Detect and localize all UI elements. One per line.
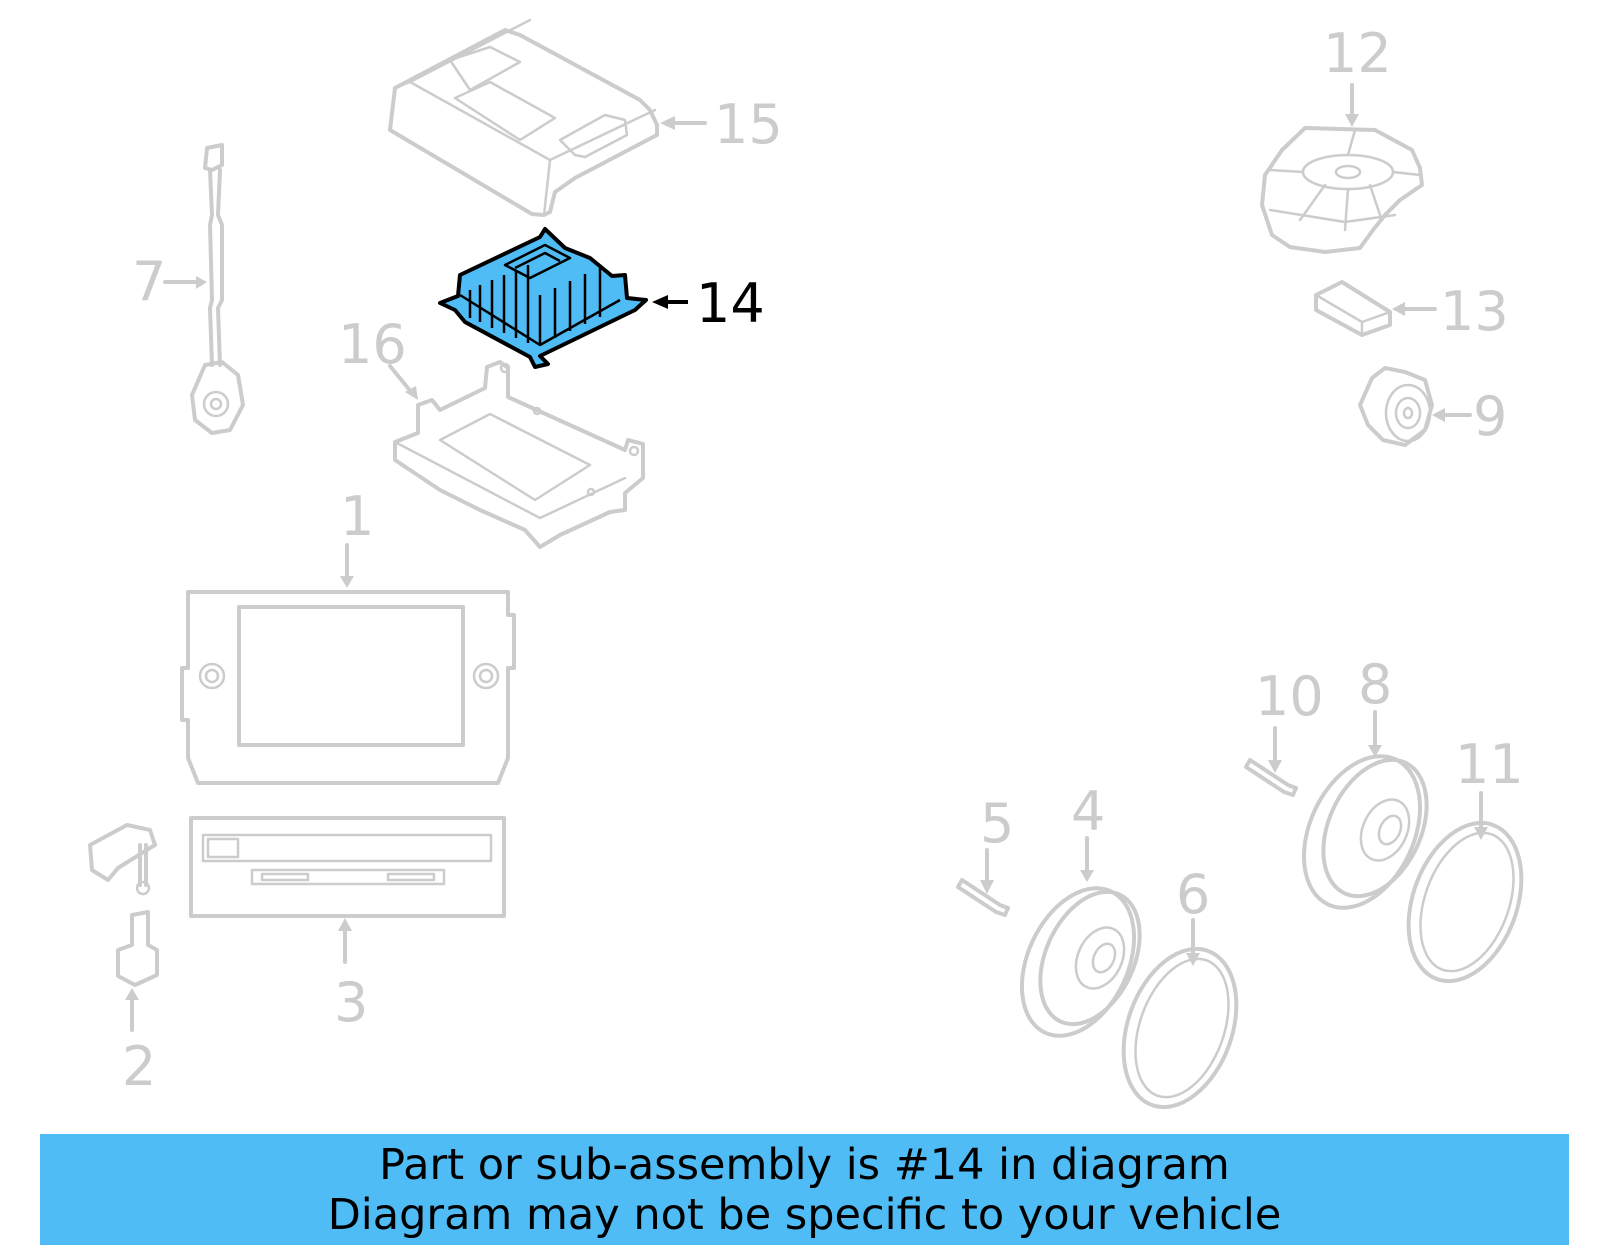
part-7-antenna-cable[interactable] bbox=[163, 143, 245, 435]
callout-2[interactable]: 2 bbox=[122, 1035, 157, 1098]
info-banner: Part or sub-assembly is #14 in diagram D… bbox=[40, 1134, 1569, 1245]
callout-5[interactable]: 5 bbox=[980, 792, 1015, 855]
part-1-display[interactable] bbox=[180, 543, 516, 785]
part-8-speaker[interactable] bbox=[1281, 710, 1447, 926]
part-3-media-unit[interactable] bbox=[189, 816, 506, 964]
callout-10[interactable]: 10 bbox=[1255, 665, 1324, 728]
part-5-rivet[interactable] bbox=[956, 848, 1010, 917]
callout-13[interactable]: 13 bbox=[1440, 280, 1509, 343]
callout-6[interactable]: 6 bbox=[1176, 863, 1211, 926]
part-6-seal-ring[interactable] bbox=[1103, 918, 1257, 1123]
part-12-subwoofer[interactable] bbox=[1260, 83, 1424, 254]
callout-16[interactable]: 16 bbox=[338, 313, 407, 376]
callout-11[interactable]: 11 bbox=[1455, 733, 1524, 796]
part-11-seal-ring[interactable] bbox=[1388, 791, 1542, 997]
part-16-bracket[interactable] bbox=[388, 360, 645, 549]
part-10-rivet[interactable] bbox=[1244, 726, 1298, 797]
part-2-connector[interactable] bbox=[88, 823, 159, 1032]
callout-7[interactable]: 7 bbox=[132, 250, 167, 313]
part-14-amplifier[interactable] bbox=[438, 227, 688, 369]
callout-9[interactable]: 9 bbox=[1473, 385, 1508, 448]
part-15-cover[interactable] bbox=[388, 18, 707, 217]
callout-12[interactable]: 12 bbox=[1323, 22, 1392, 85]
callout-3[interactable]: 3 bbox=[334, 971, 369, 1034]
callout-4[interactable]: 4 bbox=[1071, 780, 1106, 843]
part-13-pad[interactable] bbox=[1314, 280, 1437, 337]
part-4-speaker[interactable] bbox=[1000, 836, 1160, 1054]
callout-15[interactable]: 15 bbox=[714, 93, 783, 156]
banner-part-notice: Part or sub-assembly is #14 in diagram bbox=[379, 1139, 1230, 1190]
callout-1[interactable]: 1 bbox=[340, 485, 375, 548]
part-9-tweeter[interactable] bbox=[1358, 366, 1472, 447]
callout-8[interactable]: 8 bbox=[1358, 653, 1393, 716]
banner-disclaimer: Diagram may not be specific to your vehi… bbox=[327, 1189, 1282, 1240]
callout-14[interactable]: 14 bbox=[696, 272, 765, 335]
